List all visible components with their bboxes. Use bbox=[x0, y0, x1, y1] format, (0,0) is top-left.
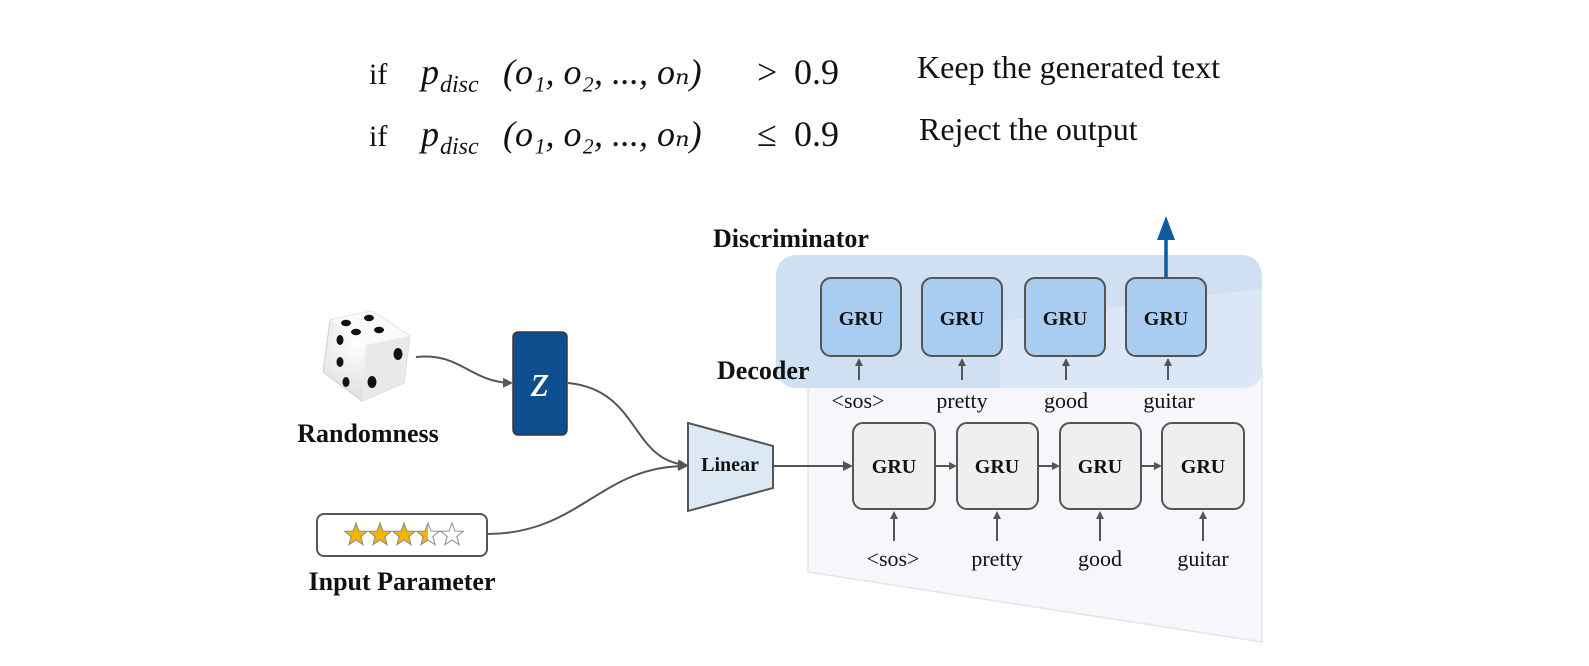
disc-gru-3-label: GRU bbox=[1043, 308, 1087, 330]
randomness-label: Randomness bbox=[297, 419, 439, 448]
rule-reject-threshold: 0.9 bbox=[794, 114, 839, 154]
discriminator-inputs: <sos> pretty good guitar bbox=[832, 388, 1196, 413]
dice-to-z-curve bbox=[415, 355, 513, 388]
dec-gru-1-label: GRU bbox=[872, 456, 916, 478]
disc-input-4: guitar bbox=[1143, 388, 1195, 413]
disc-gru-2-label: GRU bbox=[940, 308, 984, 330]
rule-reject-action: Reject the output bbox=[919, 111, 1138, 147]
dice-icon bbox=[322, 310, 411, 402]
dec-gru-2: GRU bbox=[956, 422, 1039, 510]
decoder-gru-cells: GRU GRU GRU GRU bbox=[852, 422, 1245, 510]
discriminator-gru-cells: GRU GRU GRU GRU bbox=[820, 277, 1207, 357]
rating-star-1 bbox=[343, 521, 369, 546]
rating-star-2 bbox=[367, 521, 393, 546]
dec-input-2: pretty bbox=[971, 546, 1022, 571]
z-latent-box: z bbox=[512, 331, 568, 436]
dec-gru-3-label: GRU bbox=[1078, 456, 1122, 478]
dec-gru-4: GRU bbox=[1161, 422, 1245, 510]
dec-input-3: good bbox=[1078, 546, 1122, 571]
rating-star-3 bbox=[391, 521, 417, 546]
z-to-linear-curve bbox=[567, 382, 688, 470]
rule-reject-subscript: disc bbox=[440, 134, 479, 160]
rule-reject-p: p bbox=[418, 114, 439, 154]
rating-to-linear-curve bbox=[486, 461, 688, 535]
rule-keep-threshold: 0.9 bbox=[794, 52, 839, 92]
disc-gru-4: GRU bbox=[1125, 277, 1207, 357]
rule-keep-args: (o₁, o₂, ..., oₙ) bbox=[503, 52, 702, 92]
star-rating bbox=[343, 521, 465, 546]
z-symbol: z bbox=[530, 355, 549, 406]
rule-keep-p: p bbox=[418, 52, 439, 92]
dec-gru-4-label: GRU bbox=[1181, 456, 1225, 478]
rating-box bbox=[316, 513, 488, 557]
disc-input-3: good bbox=[1044, 388, 1088, 413]
input-parameter-label: Input Parameter bbox=[308, 567, 495, 596]
rule-keep-if: if bbox=[369, 58, 387, 91]
disc-gru-4-label: GRU bbox=[1144, 308, 1188, 330]
disc-input-2: pretty bbox=[936, 388, 987, 413]
disc-input-arrows bbox=[855, 358, 1172, 380]
dec-input-1: <sos> bbox=[867, 546, 920, 571]
rule-reject: if p disc (o₁, o₂, ..., oₙ) ≤ 0.9 Reject… bbox=[369, 111, 1138, 160]
rating-star-4 bbox=[415, 521, 441, 546]
decoder-inputs: <sos> pretty good guitar bbox=[867, 546, 1230, 571]
rule-reject-args: (o₁, o₂, ..., oₙ) bbox=[503, 114, 702, 154]
discriminator-label: Discriminator bbox=[713, 224, 869, 253]
rule-reject-operator: ≤ bbox=[757, 114, 777, 154]
dec-gru-3: GRU bbox=[1059, 422, 1142, 510]
disc-gru-3: GRU bbox=[1024, 277, 1106, 357]
disc-gru-1: GRU bbox=[820, 277, 902, 357]
decoder-label: Decoder bbox=[717, 356, 809, 385]
rule-keep-operator: > bbox=[757, 52, 777, 92]
decoder-input-arrows bbox=[890, 511, 1207, 541]
rule-keep-subscript: disc bbox=[440, 72, 479, 98]
linear-layer: Linear bbox=[687, 421, 774, 513]
dec-gru-2-label: GRU bbox=[975, 456, 1019, 478]
disc-gru-1-label: GRU bbox=[839, 308, 883, 330]
disc-input-1: <sos> bbox=[832, 388, 885, 413]
discriminator-output-arrow bbox=[1157, 216, 1175, 277]
rule-keep-action: Keep the generated text bbox=[917, 49, 1220, 85]
linear-label: Linear bbox=[701, 454, 759, 476]
rating-star-5 bbox=[439, 521, 465, 546]
dec-input-4: guitar bbox=[1177, 546, 1229, 571]
rule-keep: if p disc (o₁, o₂, ..., oₙ) > 0.9 Keep t… bbox=[369, 49, 1220, 98]
rule-reject-if: if bbox=[369, 120, 387, 153]
dec-gru-1: GRU bbox=[852, 422, 936, 510]
disc-gru-2: GRU bbox=[921, 277, 1003, 357]
